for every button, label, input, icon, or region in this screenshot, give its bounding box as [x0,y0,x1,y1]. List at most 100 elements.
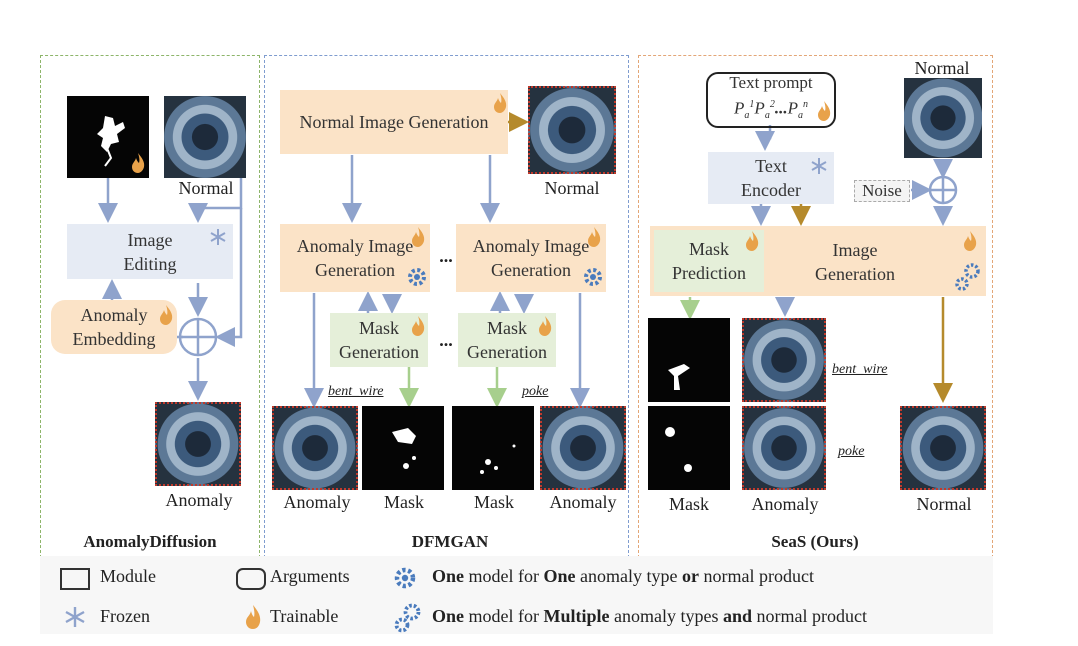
ellipsis-mid-2: ... [439,330,453,350]
title-anomalydiffusion: AnomalyDiffusion [83,532,217,551]
image-editing-box: Image Editing [67,224,233,279]
mask-image-mid-2 [452,406,534,490]
snowflake-icon [65,607,85,627]
cable-image-anomaly-right-1 [742,318,826,402]
anomaly-image-generation-box-2: Anomaly Image Generation [456,224,606,292]
snowflake-icon [811,158,827,174]
fire-icon [160,305,173,325]
anomaly-image-generation-box-1: Anomaly Image Generation [280,224,430,292]
poke-label-mid: poke [522,384,549,399]
fire-icon [818,101,831,121]
mask-image-mid-1 [362,406,444,490]
mask-generation-box-1: Mask Generation [330,313,428,367]
fire-icon [746,231,759,251]
cable-image-anomaly-left [155,402,241,486]
poke-label-right: poke [838,444,865,459]
fire-icon [246,605,261,629]
mask-gen-l1: Mask [487,318,527,338]
mask-label-right: Mask [669,494,709,514]
mask-prediction-box: Mask Prediction [654,230,764,292]
mask-image-right-1 [648,318,730,402]
multi-gear-icon [394,603,421,633]
anomaly-label-right: Anomaly [751,494,819,514]
legend-one-model-text: One model for One anomaly type or normal… [432,566,814,586]
mask-shape [665,427,692,472]
cable-image-anomaly-mid-1 [272,406,358,490]
cable-image-normal-left [164,96,246,178]
mask-image-right-2 [648,406,730,490]
fire-icon [494,93,507,113]
legend [40,556,993,634]
image-editing-l1: Image [127,229,173,250]
fire-icon [539,316,552,336]
gear-icon [584,268,602,286]
text-encoder-l2: Encoder [741,180,801,200]
normal-image-generation-label: Normal Image Generation [299,112,489,132]
anomaly-gen-l2: Generation [315,260,395,280]
image-gen-l1: Image [832,240,878,260]
legend-module-label: Module [100,566,156,586]
gear-icon [408,268,426,286]
normal-image-generation-box: Normal Image Generation [280,90,508,154]
mask-shape [392,428,416,469]
mask-label-mid-2: Mask [474,492,514,512]
normal-label-mid: Normal [544,178,600,198]
mask-generation-box-2: Mask Generation [458,313,556,367]
text-prompt-box: Text prompt Pa1Pa2...Pan [706,72,836,128]
anomaly-gen-l2: Generation [491,260,571,280]
mask-shape [480,444,516,474]
bent-wire-label-mid: bent_wire [328,384,384,399]
cable-image-anomaly-right-2 [742,406,826,490]
anomaly-embedding-l2: Embedding [72,329,156,349]
legend-frozen-label: Frozen [100,606,150,626]
mask-shape [668,364,690,390]
cable-image-normal-mid [528,86,616,174]
ellipsis-mid-1: ... [439,246,453,266]
anomaly-embedding-box: Anomaly Embedding [51,300,177,354]
fire-icon [588,227,601,247]
anomaly-label-left: Anomaly [165,490,233,510]
cable-image-anomaly-mid-2 [540,406,626,490]
image-gen-l2: Generation [815,264,895,284]
normal-label-right-top: Normal [914,58,970,78]
anomaly-gen-l1: Anomaly Image [472,236,590,256]
legend-trainable-label: Trainable [270,606,339,626]
title-seas: SeaS (Ours) [771,532,859,551]
mask-gen-l1: Mask [359,318,399,338]
normal-label-right: Normal [916,494,972,514]
noise-box: Noise [854,180,910,202]
gear-icon [394,567,416,589]
title-dfmgan: DFMGAN [411,532,489,551]
fire-icon [132,153,145,173]
cable-image-normal-right-top [904,78,982,158]
mask-pred-l2: Prediction [672,263,746,283]
text-encoder-box: Text Encoder [708,152,834,204]
mask-gen-l2: Generation [467,342,547,362]
legend-module-swatch [60,568,90,590]
text-prompt-label: Text prompt [729,73,813,93]
mask-shape [97,116,125,167]
legend-multi-model-text: One model for Multiple anomaly types and… [432,606,867,626]
cable-image-normal-right-bottom [900,406,986,490]
fire-icon [412,316,425,336]
mask-image-left [67,96,149,178]
anomaly-label-mid-2: Anomaly [549,492,617,512]
image-generation-label-wrap: Image Generation [790,236,920,288]
mask-pred-l1: Mask [689,239,729,259]
bent-wire-label-right: bent_wire [832,362,888,377]
text-encoder-l1: Text [755,156,787,176]
prompt-formula: Pa1Pa2...Pan [734,99,808,122]
multi-gear-icon [955,263,980,291]
anomaly-embedding-l1: Anomaly [80,305,148,325]
normal-label-left: Normal [178,178,234,198]
mask-gen-l2: Generation [339,342,419,362]
noise-label: Noise [862,181,902,200]
fire-icon [412,227,425,247]
legend-arguments-swatch [236,568,266,590]
legend-arguments-label: Arguments [270,566,350,586]
mask-label-mid-1: Mask [384,492,424,512]
snowflake-icon [210,229,226,245]
anomaly-gen-l1: Anomaly Image [296,236,414,256]
